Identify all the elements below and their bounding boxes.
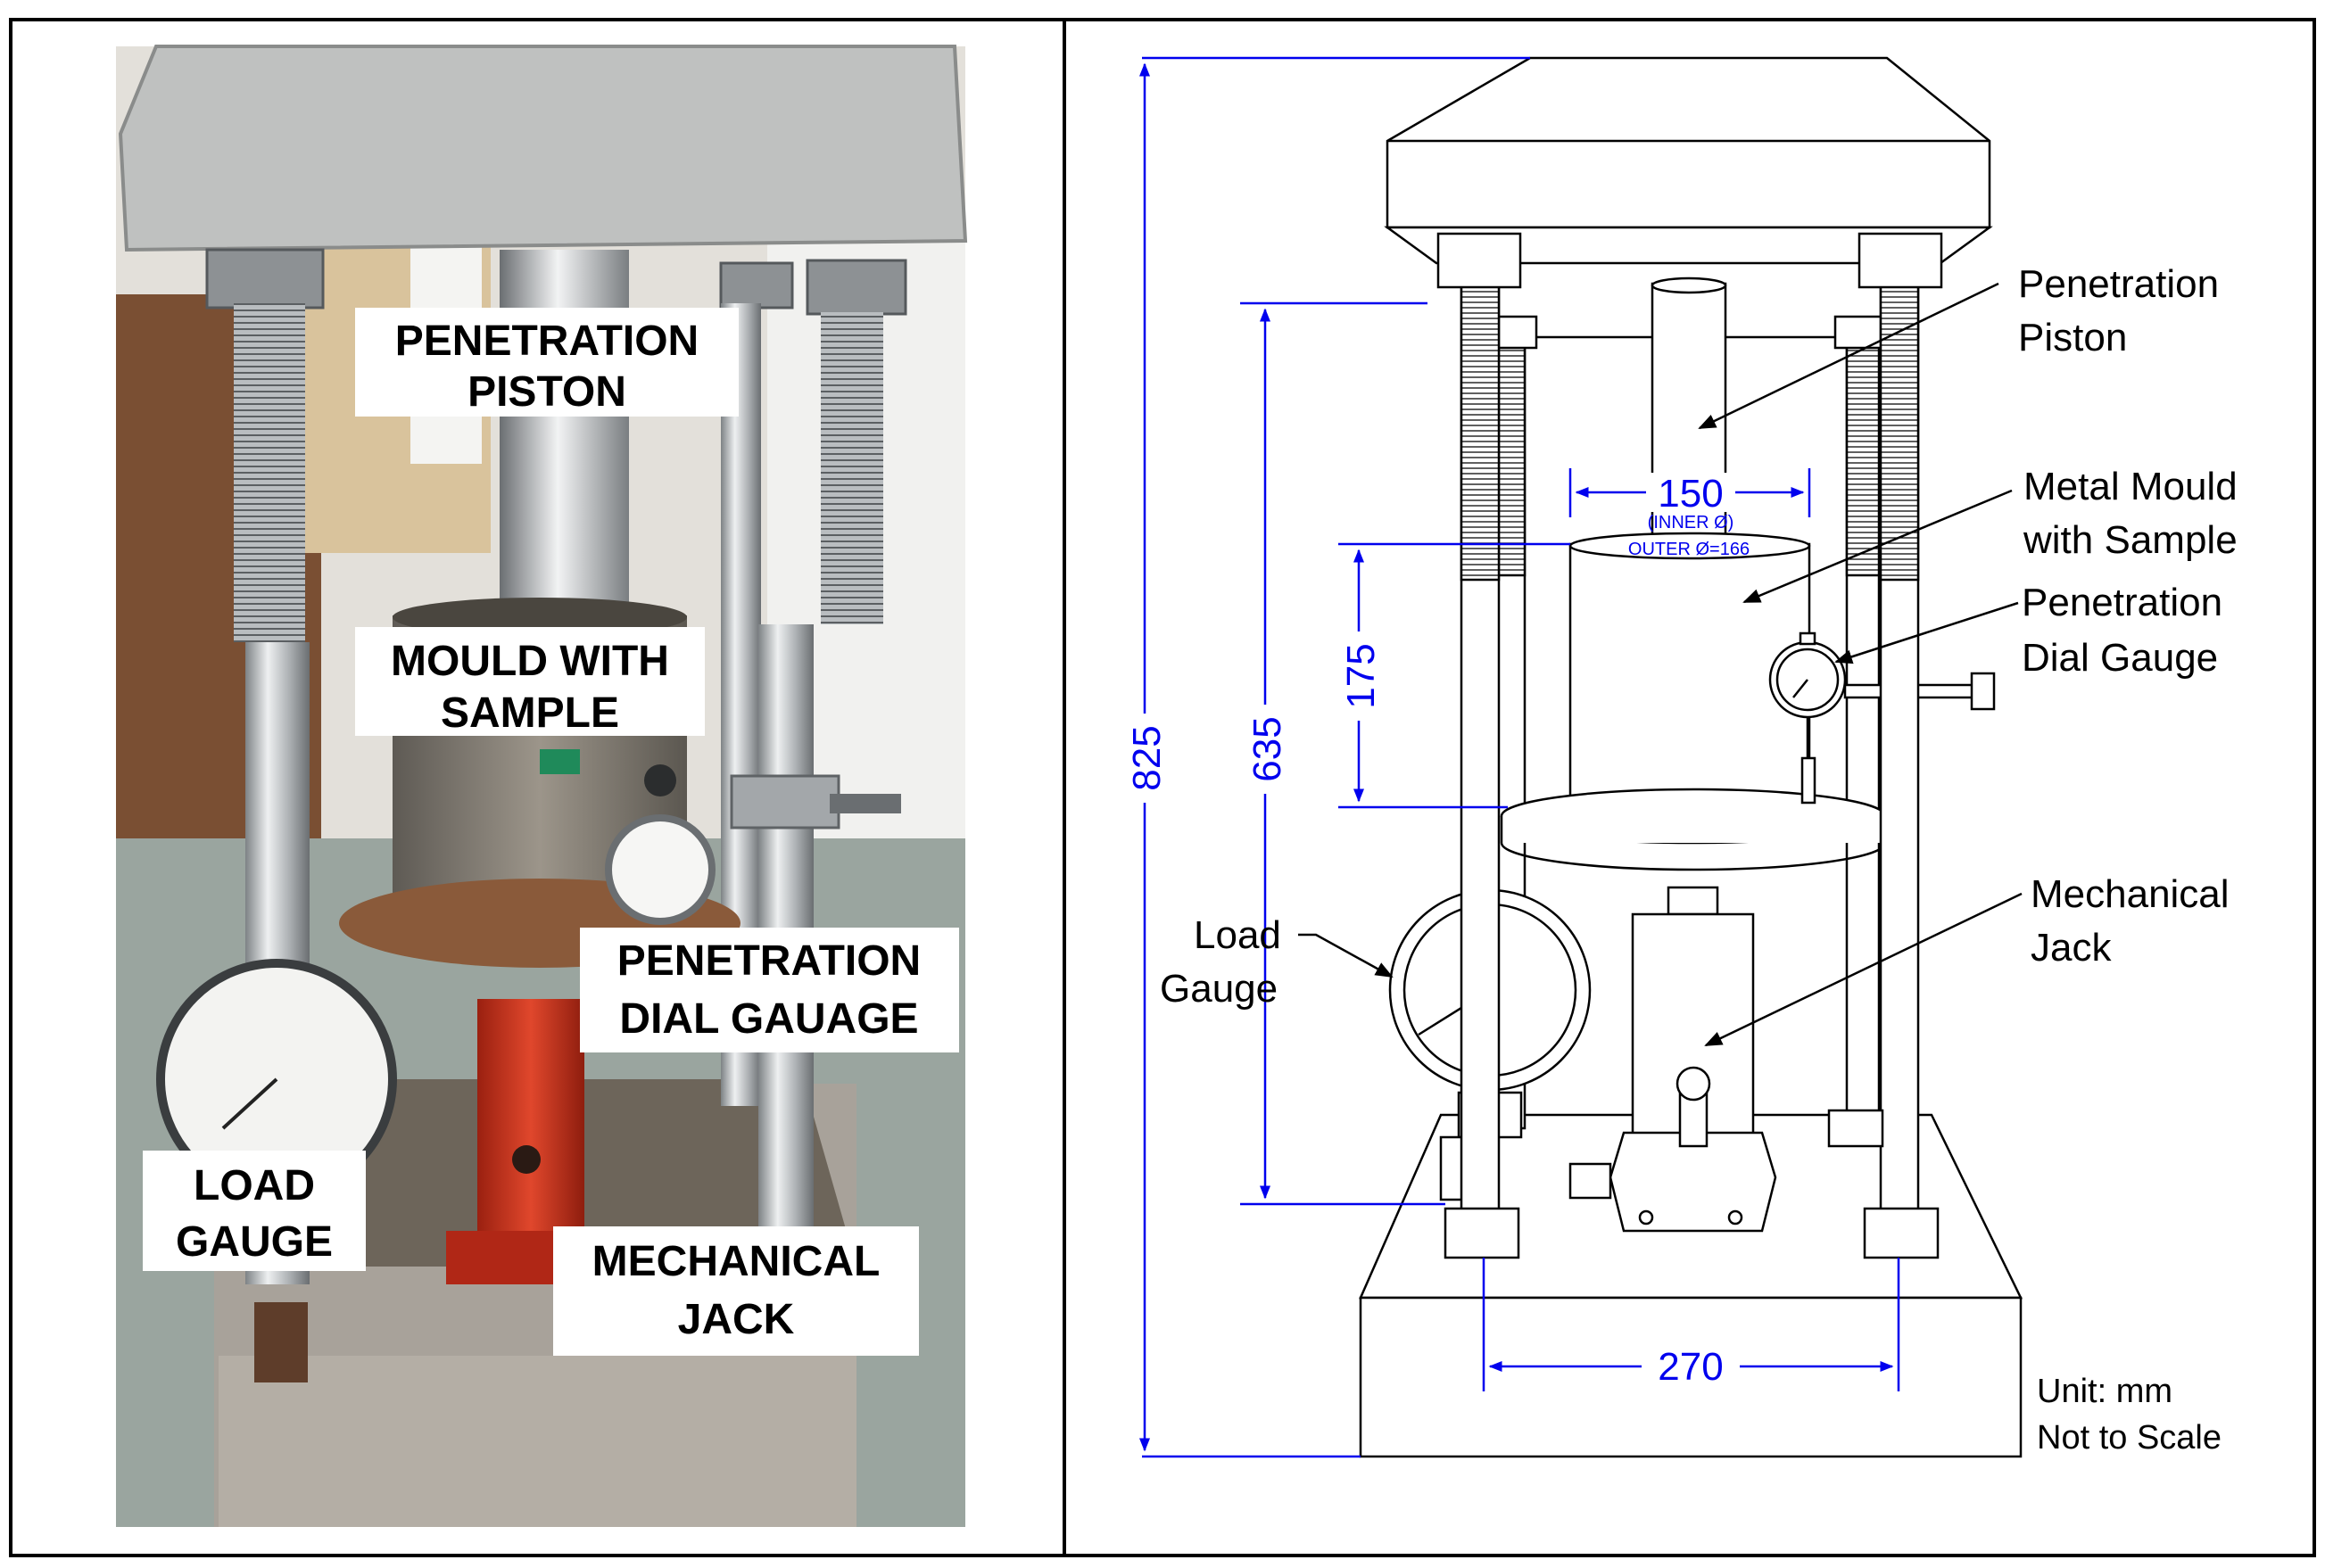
- callout-mechanical-jack-line2: Jack: [2031, 926, 2112, 970]
- callout-load-gauge-line2: Gauge: [1160, 967, 1278, 1011]
- photo-label-penetration-piston: PENETRATION PISTON: [355, 308, 739, 417]
- outer-frame: [9, 18, 2316, 1557]
- dim-mould-height: 175: [1339, 643, 1383, 708]
- photo-side-pipe: [254, 1302, 308, 1382]
- drawing-back-rod-right-thread: [1845, 342, 1881, 577]
- photo-label-mould-with-sample: MOULD WITH SAMPLE: [355, 627, 705, 737]
- callout-metal-mould-line2: with Sample: [2023, 518, 2238, 562]
- note-scale: Not to Scale: [2037, 1419, 2222, 1457]
- photo-label-line: MECHANICAL: [592, 1238, 881, 1285]
- photo-nut-right: [806, 259, 907, 316]
- photo-label-line: PENETRATION: [617, 937, 921, 985]
- drawing-bottom-nut-back-right: [1827, 1109, 1884, 1148]
- photo-nut-left: [205, 248, 325, 309]
- drawing-panel: [1298, 56, 2023, 1458]
- photo-label-line: PENETRATION: [395, 318, 699, 365]
- photo-label-line: DIAL GAUAGE: [619, 995, 918, 1043]
- photo-label-penetration-dial-gauge: PENETRATION DIAL GAUAGE: [580, 928, 959, 1052]
- dim-outer-note: OUTER Ø=166: [1628, 540, 1750, 559]
- callout-dial-gauge-line1: Penetration: [2022, 581, 2222, 624]
- dim-column-spacing: 270: [1658, 1345, 1723, 1389]
- callout-load-gauge-line1: Load: [1194, 913, 1281, 957]
- dim-column-spacing-bg: [1642, 1345, 1740, 1386]
- photo-clamp: [730, 774, 840, 829]
- drawing-mould-top: [1568, 532, 1811, 560]
- callout-metal-mould-line1: Metal Mould: [2023, 465, 2238, 508]
- leader-mechanical-jack: [1704, 892, 2023, 1047]
- dim-inner-diameter: 150: [1658, 472, 1723, 516]
- drawing-jack: [1568, 886, 1777, 1233]
- drawing-top-nut-left: [1436, 232, 1522, 289]
- leader-metal-mould: [1742, 489, 2013, 604]
- photo-nut-back: [719, 261, 794, 309]
- drawing-front-rod-right-thread: [1879, 275, 1920, 582]
- dim-column-height-bg: [1246, 705, 1284, 794]
- photo-head-plate: [118, 45, 968, 252]
- leader-load-gauge: [1298, 933, 1394, 978]
- photo-label-mechanical-jack: MECHANICAL JACK: [553, 1226, 919, 1356]
- drawing-bottom-nut-left: [1444, 1207, 1520, 1259]
- photo-clamp-handle: [830, 794, 901, 813]
- dim-overall-height: 825: [1125, 725, 1169, 790]
- drawing-piston-top: [1651, 276, 1727, 294]
- photo-label-line: PISTON: [467, 368, 626, 416]
- photo-jack-hole: [512, 1145, 541, 1174]
- dim-mould-height-bg: [1340, 631, 1378, 721]
- dim-inner-note: (INNER Ø): [1648, 513, 1734, 532]
- photo-rod-right-threaded: [821, 312, 883, 624]
- photo-label-load-gauge: LOAD GAUGE: [143, 1151, 366, 1271]
- drawing-top-nut-right: [1858, 232, 1943, 289]
- photo-panel: PENETRATION PISTON MOULD WITH SAMPLE PEN…: [116, 45, 968, 1527]
- dim-column-height: 635: [1245, 716, 1289, 781]
- drawing-head-plate: [1384, 56, 1993, 265]
- photo-mould-tag: [540, 749, 580, 774]
- callout-penetration-piston-line2: Piston: [2018, 316, 2127, 359]
- drawing-plate-rim: [1502, 816, 1885, 843]
- leader-dial-gauge: [1834, 601, 2019, 664]
- callout-dial-gauge-line2: Dial Gauge: [2022, 636, 2218, 680]
- photo-piston: [500, 250, 629, 624]
- note-unit: Unit: mm: [2037, 1373, 2172, 1410]
- dim-overall-height-bg: [1126, 714, 1163, 803]
- photo-dial-gauge: [605, 814, 716, 925]
- photo-label-line: GAUGE: [176, 1218, 333, 1266]
- leader-penetration-piston: [1698, 282, 1999, 430]
- photo-label-line: JACK: [678, 1296, 795, 1343]
- photo-label-line: SAMPLE: [441, 689, 619, 737]
- photo-dial-cap: [644, 764, 676, 796]
- dim-inner-diameter-bg: [1646, 473, 1735, 512]
- callout-mechanical-jack-line1: Mechanical: [2031, 872, 2230, 916]
- callout-penetration-piston-line1: Penetration: [2018, 262, 2219, 306]
- drawing-bottom-nut-right: [1863, 1207, 1940, 1259]
- photo-rod-left-threaded: [234, 303, 305, 642]
- photo-base-front: [219, 1356, 856, 1527]
- photo-load-gauge-needle: [221, 1077, 278, 1130]
- drawing-front-rod-left-thread: [1460, 275, 1501, 582]
- photo-label-line: LOAD: [194, 1162, 315, 1209]
- photo-label-line: MOULD WITH: [391, 638, 669, 685]
- drawing-plate-edge: [1500, 816, 1887, 871]
